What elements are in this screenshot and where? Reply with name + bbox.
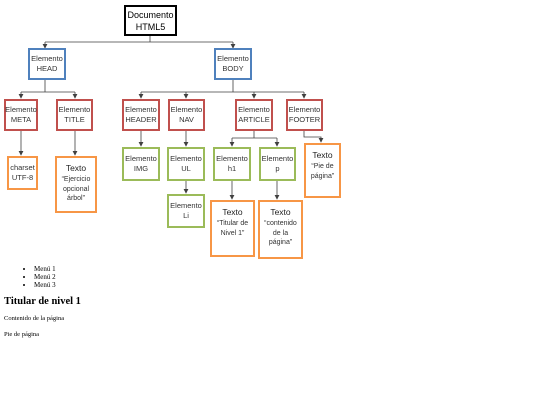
page-heading: Titular de nivel 1 [4,296,81,307]
node-texto-p: Texto “contenido de la página” [258,200,303,259]
node-label: Elemento [170,105,203,114]
nav-menu-list: Menú 1 Menú 2 Menú 3 [0,265,56,289]
node-label: Elemento [217,54,249,63]
node-label: TITLE [64,115,85,124]
menu-item-3: Menú 3 [34,281,56,289]
node-documento-html5: Documento HTML5 [124,5,177,36]
node-label: ARTICLE [238,115,270,124]
node-label: Elemento [261,154,294,163]
node-title: Texto [65,163,87,173]
page-content: Contenido de la página [4,315,65,322]
node-elemento-ul: Elemento UL [167,147,205,181]
node-label: HEADER [125,115,157,124]
node-title: Texto [270,207,291,217]
node-label: Elemento [170,201,202,210]
node-label: Elemento [125,105,157,114]
node-elemento-article: Elemento ARTICLE [235,99,273,131]
menu-item-2: Menú 2 [34,273,56,281]
edge-footer-texto [303,131,324,143]
node-texto-h1: Texto “Titular de Nivel 1” [210,200,255,257]
node-label: HEAD [36,64,58,73]
node-text: “contenido de la página” [264,220,297,246]
node-elemento-p: Elemento p [259,147,296,181]
node-label: p [275,164,280,173]
node-elemento-body: Elemento BODY [214,48,252,80]
node-elemento-title: Elemento TITLE [56,99,93,131]
connector-documento [45,36,233,43]
node-elemento-nav: Elemento NAV [168,99,205,131]
node-label: Elemento [125,154,157,163]
page-footer: Pie de página [4,331,40,338]
node-label: Documento [127,9,174,20]
node-label: charset [10,163,35,172]
connector-article [232,131,277,139]
menu-item-1: Menú 1 [34,265,56,273]
tree-connectors [18,36,324,200]
node-label: FOOTER [288,115,321,124]
node-title: Texto [222,207,243,217]
node-text: “Titular de Nivel 1” [216,220,249,237]
node-text: “Ejercicio opcional árbol” [61,176,91,202]
html5-document-tree: Documento HTML5 Elemento HEAD Elemento B… [4,5,341,259]
node-label: Elemento [58,105,91,114]
connector-head [21,80,75,93]
node-title: Texto [312,150,333,160]
node-label: NAV [179,115,194,124]
node-label: Elemento [238,105,270,114]
node-label: BODY [222,64,244,73]
node-elemento-meta: Elemento META [4,99,38,131]
node-elemento-footer: Elemento FOOTER [286,99,323,131]
node-label: Elemento [5,105,37,114]
node-elemento-img: Elemento IMG [122,147,160,181]
node-elemento-head: Elemento HEAD [28,48,66,80]
node-label: UL [181,164,191,173]
node-texto-footer: Texto “Pie de página” [304,143,341,198]
node-label: Elemento [216,154,248,163]
node-label: Elemento [170,154,202,163]
node-elemento-h1: Elemento h1 [213,147,251,181]
connector-body [141,80,304,93]
node-charset-utf8: charset UTF-8 [7,156,38,190]
node-label: IMG [133,164,149,173]
node-label: HTML5 [135,21,166,32]
node-label: h1 [227,164,237,173]
node-text: “Pie de página” [310,163,335,180]
node-label: UTF-8 [11,173,34,182]
node-texto-title: Texto “Ejercicio opcional árbol” [55,156,97,213]
node-label: Elemento [31,54,63,63]
node-label: Li [183,211,189,220]
node-elemento-li: Elemento Li [167,194,205,228]
node-label: META [10,115,32,124]
node-label: Elemento [288,105,321,114]
node-elemento-header: Elemento HEADER [122,99,160,131]
